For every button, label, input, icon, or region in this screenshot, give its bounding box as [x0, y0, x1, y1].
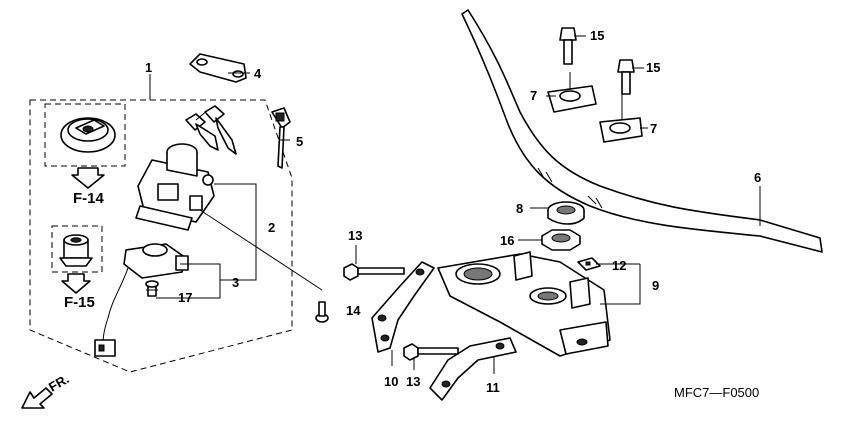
upper-holder-7a: [547, 72, 597, 113]
callout-7b: 7: [650, 121, 657, 136]
bracket-10: [371, 261, 435, 353]
callout-2: 2: [268, 220, 275, 235]
ignition-assembly-boundary: [29, 99, 293, 373]
switch-with-harness: [94, 243, 189, 357]
diagram-code: MFC7—F0500: [674, 385, 759, 400]
callout-16: 16: [500, 233, 514, 248]
seat-lock-inset-box: [51, 225, 103, 273]
key-bracket-plate: [189, 53, 247, 83]
leader-12-9: [596, 263, 641, 305]
callout-7a: 7: [530, 88, 537, 103]
callout-1: 1: [145, 60, 152, 75]
fuel-cap-inset-box: [44, 103, 126, 167]
bolt-15b: [617, 59, 635, 95]
callout-5: 5: [296, 134, 303, 149]
bolt-13a: [343, 263, 405, 281]
handlebar-6: [461, 9, 823, 253]
callout-12: 12: [612, 258, 626, 273]
callout-15a: 15: [590, 28, 604, 43]
callout-11: 11: [486, 380, 500, 395]
callout-3: 3: [232, 275, 239, 290]
bracket-11: [429, 337, 517, 401]
callout-9: 9: [652, 278, 659, 293]
leader-14: [199, 209, 323, 291]
callout-10: 10: [384, 374, 398, 389]
callout-17: 17: [178, 290, 192, 305]
callout-4: 4: [254, 66, 262, 81]
front-arrow-icon: [21, 387, 53, 409]
seat-lock-icon: [59, 234, 93, 267]
washer-12: [577, 257, 601, 271]
nut-16: [541, 229, 581, 251]
arrow-down-icon-f15: [61, 273, 91, 294]
callout-6: 6: [754, 170, 761, 185]
callout-8: 8: [516, 201, 523, 216]
arrow-down-icon-f14: [71, 167, 105, 189]
upper-holder-7b: [599, 94, 643, 143]
top-bridge-9: [437, 251, 611, 357]
grommet-8: [547, 201, 585, 225]
ignition-switch-body: [135, 143, 215, 231]
callout-15b: 15: [646, 60, 660, 75]
ref-f14-label: F-14: [73, 190, 105, 207]
bolt-15a: [559, 27, 577, 65]
bolt-13b: [403, 343, 459, 361]
screw-14: [315, 301, 329, 323]
key-blank: [271, 107, 291, 169]
leader-3-17: [156, 263, 221, 299]
ignition-keys: [185, 105, 237, 155]
ref-f15-label: F-15: [64, 294, 95, 311]
fuel-cap-icon: [60, 117, 116, 153]
callout-14: 14: [346, 303, 361, 318]
callout-13a: 13: [348, 228, 362, 243]
callout-13b: 13: [406, 374, 420, 389]
screw-17: [145, 280, 159, 297]
leader-2: [214, 183, 257, 281]
